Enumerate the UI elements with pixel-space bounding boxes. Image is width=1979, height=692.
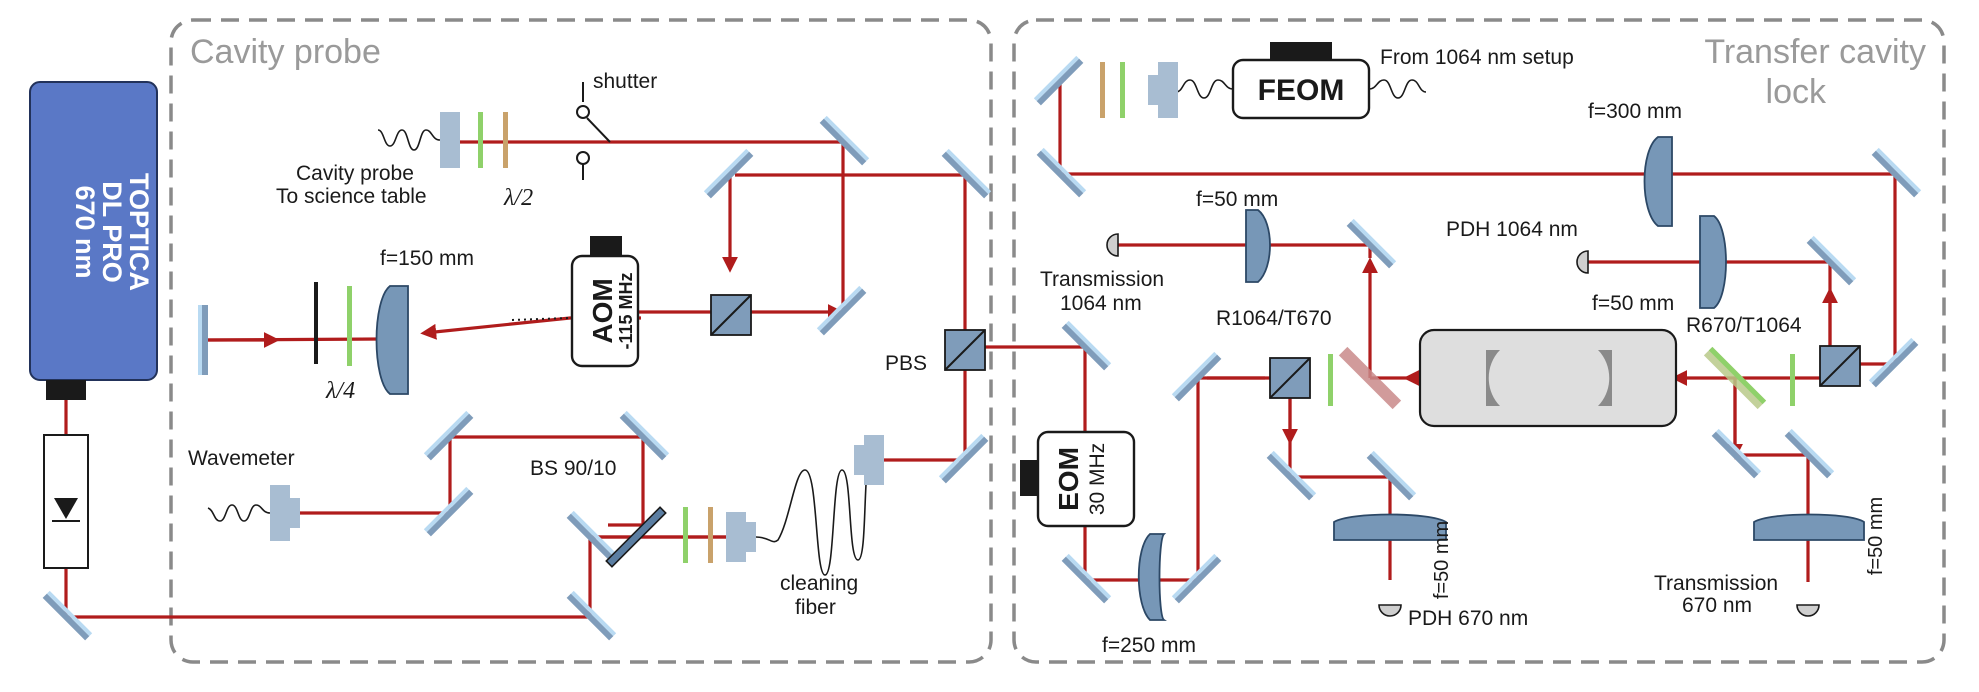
cleaning-fiber-coupler-in xyxy=(726,512,756,562)
waveplate-670-side xyxy=(1328,354,1333,406)
transmission-670-label2: 670 nm xyxy=(1682,594,1752,617)
laser-name-line2: DL PRO xyxy=(97,181,127,283)
iris xyxy=(314,282,318,364)
aom-frequency: -115 MHz xyxy=(616,272,636,349)
dichroic-r670-t1064 xyxy=(1703,346,1767,410)
lens-f50-transmission670 xyxy=(1753,513,1865,541)
f50-right-label: f=50 mm xyxy=(1592,292,1674,315)
cleaning-fiber-coupler-out xyxy=(854,435,884,485)
eom-frequency: 30 MHz xyxy=(1086,443,1109,515)
pbs-label: PBS xyxy=(885,352,927,375)
pbs-main xyxy=(944,329,986,371)
transfer-cavity xyxy=(1418,328,1678,428)
transmission-670-label1: Transmission xyxy=(1654,572,1778,595)
f250-label: f=250 mm xyxy=(1102,634,1196,657)
toptica-laser: TOPTICA DL PRO 670 nm xyxy=(29,81,158,400)
pdh-670-label: PDH 670 nm xyxy=(1408,607,1528,630)
transfer-cavity-title-line1: Transfer cavity xyxy=(1704,33,1926,71)
transfer-cavity-section xyxy=(1012,18,1946,664)
lens-f150 xyxy=(375,285,409,395)
r1064-t670-label: R1064/T670 xyxy=(1216,307,1332,330)
aom: AOM -115 MHz xyxy=(511,236,640,368)
from-1064-label: From 1064 nm setup xyxy=(1380,46,1574,69)
cavity-probe-title: Cavity probe xyxy=(190,33,381,71)
lens-f250 xyxy=(1137,533,1167,621)
cavity-probe-section xyxy=(169,18,993,664)
shutter xyxy=(576,82,611,180)
dichroic-r1064-t670 xyxy=(1338,346,1402,410)
pbs-cube-aom xyxy=(710,294,752,336)
transfer-cavity-title-line2: lock xyxy=(1766,73,1827,111)
mirrors-left xyxy=(42,115,992,641)
pbs-cube-670 xyxy=(1269,357,1311,399)
cleaning-fiber-label1: cleaning xyxy=(780,572,858,595)
pdh-1064-label: PDH 1064 nm xyxy=(1446,218,1578,241)
wavemeter-coupler xyxy=(207,485,300,541)
quarter-wave-label: λ/4 xyxy=(325,378,355,404)
pbs-cube-1064 xyxy=(1819,345,1861,387)
beams-left xyxy=(64,140,967,619)
f150-label: f=150 mm xyxy=(380,247,474,270)
beam-splitter-90-10 xyxy=(605,506,667,568)
bs-9010-label: BS 90/10 xyxy=(530,457,616,480)
f300-label: f=300 mm xyxy=(1588,100,1682,123)
feom: FEOM xyxy=(1100,42,1427,120)
eom-label: EOM xyxy=(1053,447,1084,511)
f50-mid-label: f=50 mm xyxy=(1431,521,1453,599)
lens-f50-transmission1064 xyxy=(1245,209,1271,283)
cleaning-fiber-label2: fiber xyxy=(795,596,836,619)
lens-f50-1064 xyxy=(1699,215,1727,309)
mirrors-right xyxy=(1033,55,1922,604)
optical-isolator xyxy=(43,434,89,569)
laser-name-line3: 670 nm xyxy=(70,185,100,278)
eom: EOM 30 MHz xyxy=(1020,430,1136,528)
transmission-1064-label2: 1064 nm xyxy=(1060,292,1142,315)
quarter-waveplate xyxy=(347,286,352,366)
f50-far-label: f=50 mm xyxy=(1865,497,1887,575)
photodiodes xyxy=(1106,233,1820,617)
shutter-label: shutter xyxy=(593,70,657,93)
laser-name-line1: TOPTICA xyxy=(124,173,154,291)
feom-label: FEOM xyxy=(1258,74,1345,107)
probe-out-label2: To science table xyxy=(276,185,427,208)
waveplates-cleaning-path xyxy=(683,507,713,563)
lens-f300 xyxy=(1643,136,1673,227)
wavemeter-label: Wavemeter xyxy=(188,447,295,470)
half-wave-label: λ/2 xyxy=(503,185,533,211)
probe-out-label1: Cavity probe xyxy=(296,162,414,185)
lens-f50-pdh670 xyxy=(1333,513,1447,541)
aom-label: AOM xyxy=(587,278,618,343)
r670-t1064-label: R670/T1064 xyxy=(1686,314,1802,337)
transmission-1064-label1: Transmission xyxy=(1040,268,1164,291)
probe-output-coupler xyxy=(377,112,508,168)
waveplate-1064-side xyxy=(1790,354,1795,406)
f50-top-label: f=50 mm xyxy=(1196,188,1278,211)
